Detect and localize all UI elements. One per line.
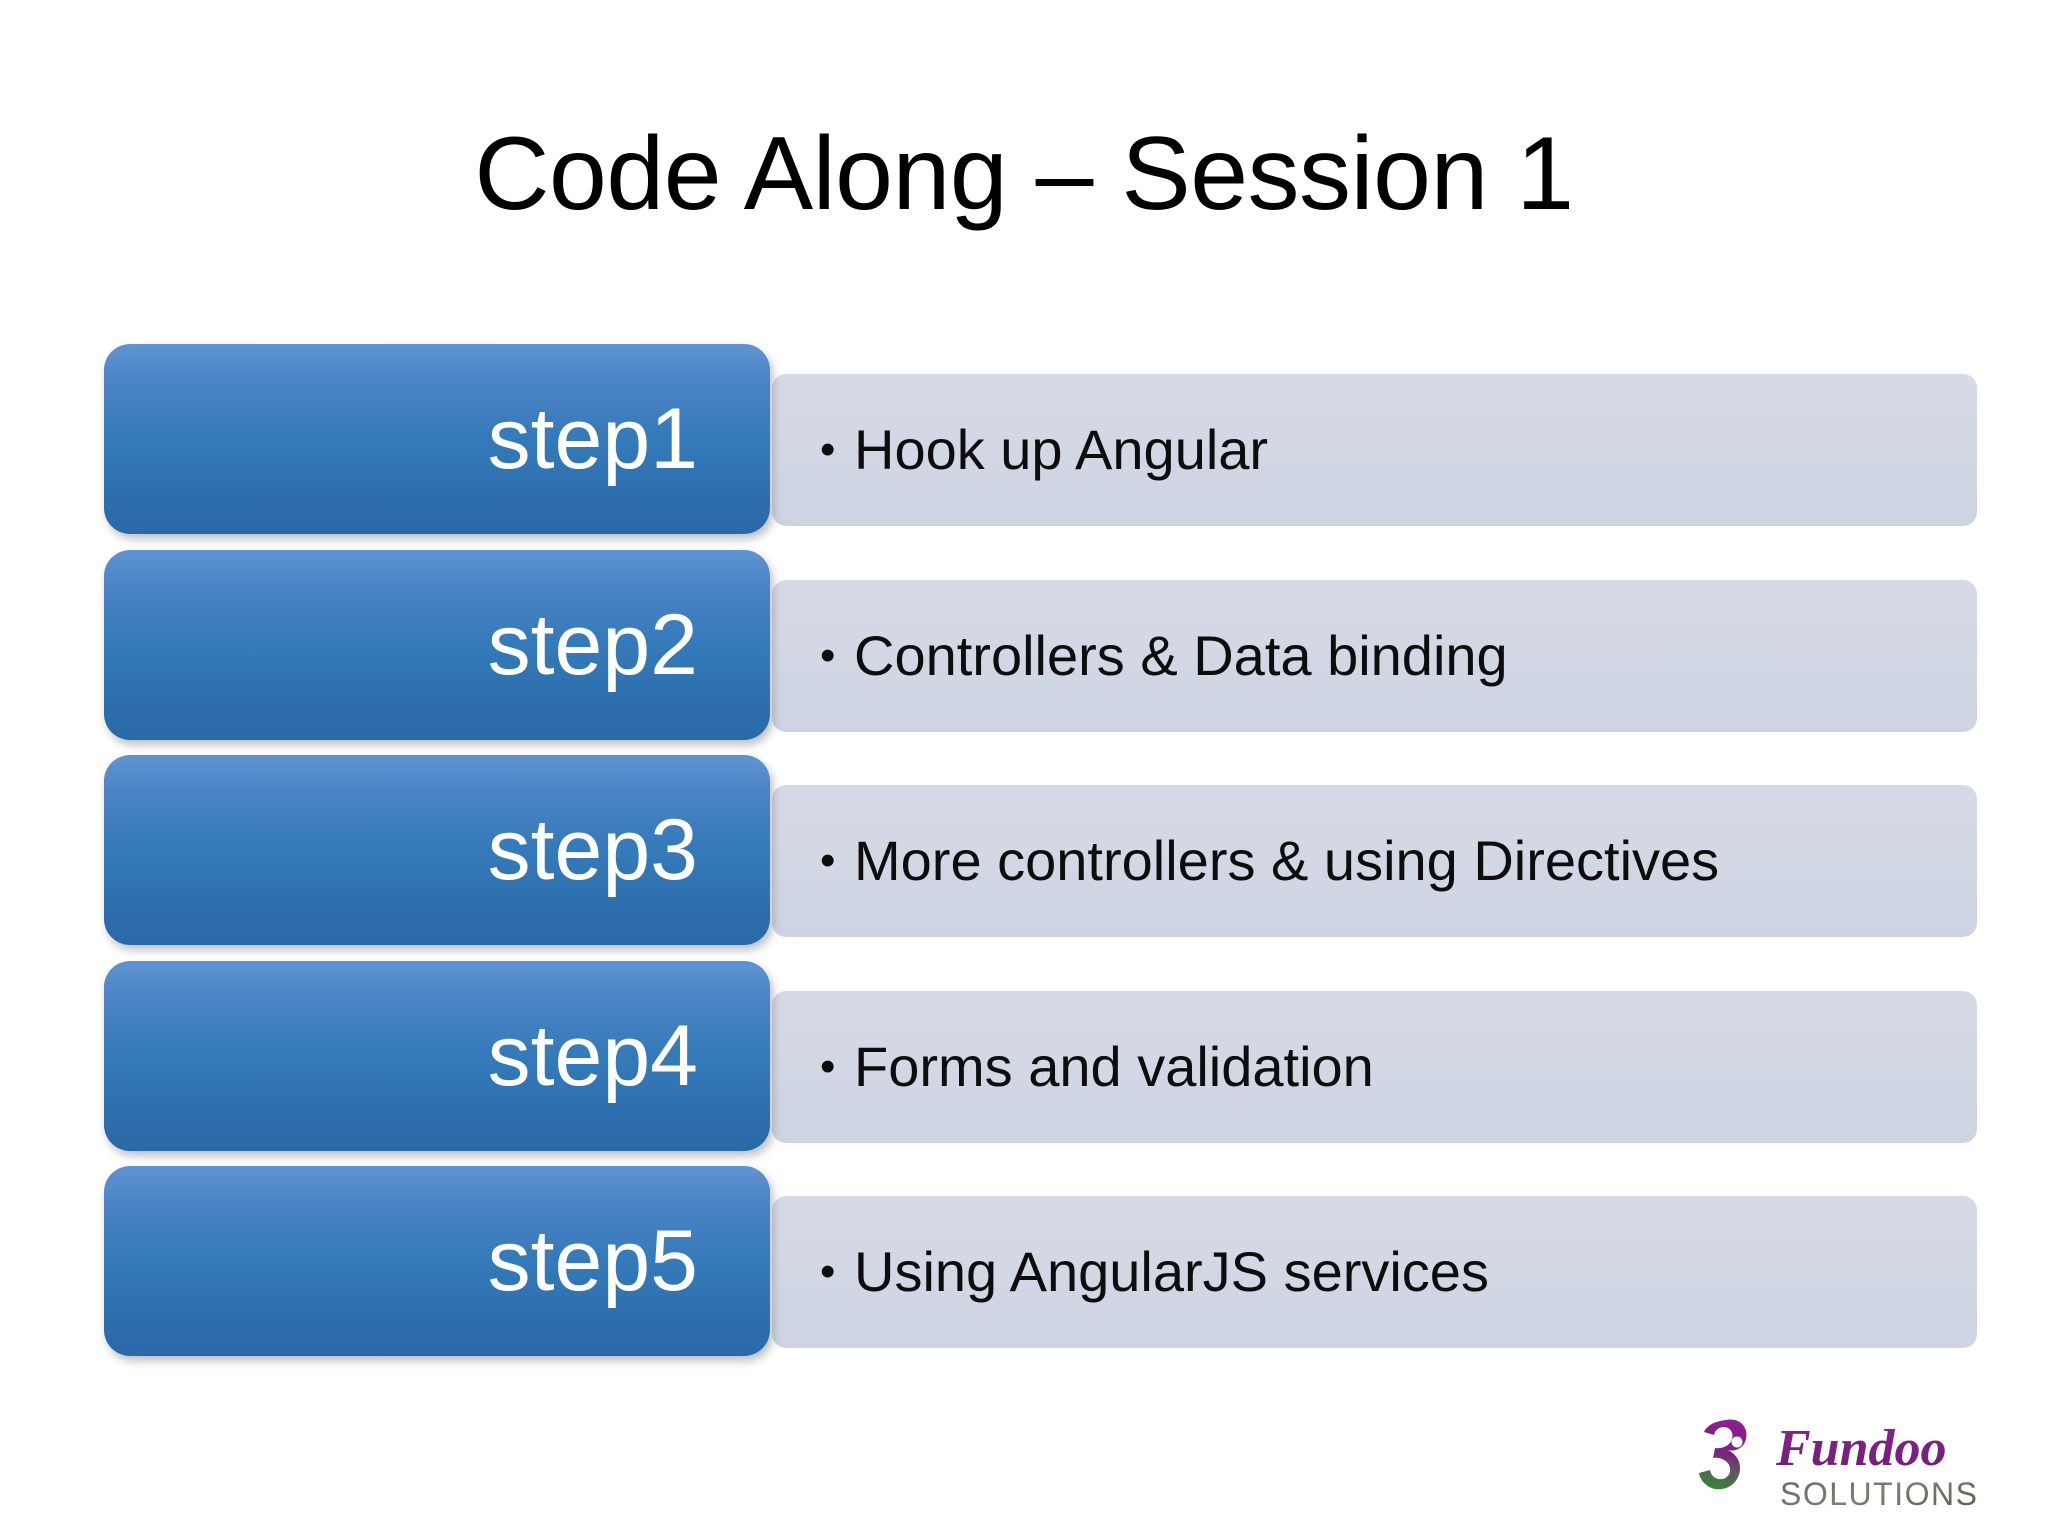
step-description-label: Forms and validation <box>854 1035 1374 1098</box>
process-step-row: • Hook up Angular step1 <box>0 344 2048 548</box>
step-block-label: step4 <box>487 1008 698 1104</box>
fundoo-solutions-logo: Fundoo SOLUTIONS <box>1694 1408 1994 1520</box>
step-description-label: Using AngularJS services <box>854 1240 1489 1303</box>
logo-wordmark: Fundoo <box>1775 1420 1947 1477</box>
step-block-label: step1 <box>487 391 698 487</box>
logo-tagline: SOLUTIONS <box>1780 1476 1978 1512</box>
bullet-icon: • <box>820 836 836 885</box>
process-step-row: • Using AngularJS services step5 <box>0 1166 2048 1370</box>
logo-swirl-icon <box>1699 1419 1747 1490</box>
step-block-2[interactable]: step2 <box>104 550 770 740</box>
bullet-icon: • <box>820 425 836 474</box>
page-title: Code Along – Session 1 <box>474 116 1574 232</box>
step-description-text: • Hook up Angular <box>820 419 1268 481</box>
step-description-panel: • Controllers & Data binding <box>772 580 1977 732</box>
step-block-label: step3 <box>487 802 698 898</box>
step-description-label: Hook up Angular <box>854 418 1269 481</box>
step-block-3[interactable]: step3 <box>104 755 770 945</box>
step-description-panel: • Using AngularJS services <box>772 1196 1977 1348</box>
step-block-4[interactable]: step4 <box>104 961 770 1151</box>
step-description-text: • Forms and validation <box>820 1036 1374 1098</box>
step-block-5[interactable]: step5 <box>104 1166 770 1356</box>
bullet-icon: • <box>820 1247 836 1296</box>
step-description-text: • Using AngularJS services <box>820 1241 1489 1303</box>
step-description-text: • More controllers & using Directives <box>820 830 1719 892</box>
process-step-row: • More controllers & using Directives ste… <box>0 755 2048 959</box>
bullet-icon: • <box>820 1042 836 1091</box>
step-description-label: More controllers & using Directives <box>854 829 1720 892</box>
step-description-label: Controllers & Data binding <box>854 624 1508 687</box>
step-block-label: step5 <box>487 1213 698 1309</box>
step-description-panel: • Hook up Angular <box>772 374 1977 526</box>
process-step-row: • Forms and validation step4 <box>0 961 2048 1165</box>
step-description-panel: • More controllers & using Directives <box>772 785 1977 937</box>
step-block-1[interactable]: step1 <box>104 344 770 534</box>
step-block-label: step2 <box>487 597 698 693</box>
step-description-panel: • Forms and validation <box>772 991 1977 1143</box>
process-step-row: • Controllers & Data binding step2 <box>0 550 2048 754</box>
step-description-text: • Controllers & Data binding <box>820 625 1508 687</box>
bullet-icon: • <box>820 631 836 680</box>
